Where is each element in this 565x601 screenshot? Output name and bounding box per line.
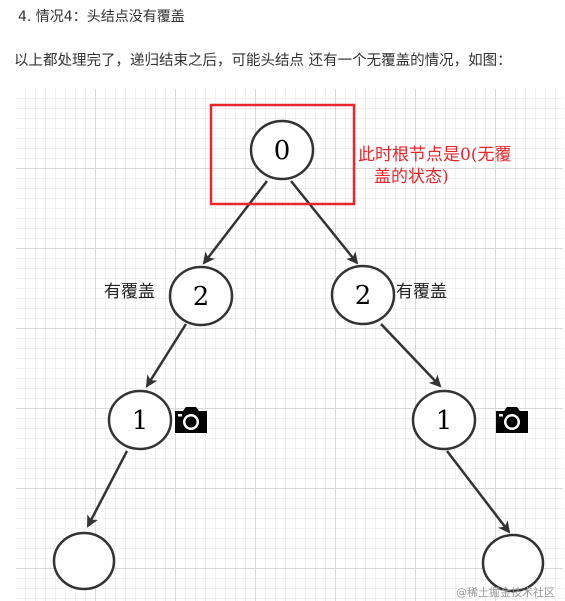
section-heading: 4. 情况4：头结点没有覆盖 <box>18 9 185 25</box>
edge-right-leaf <box>446 450 511 534</box>
node-right <box>330 264 396 326</box>
edge-root-right <box>290 180 359 265</box>
camera-icon <box>175 407 207 433</box>
node-root <box>249 119 315 181</box>
edge-left-child <box>145 323 188 388</box>
tree-diagram: 0 2 2 1 1 有覆盖 有覆盖 此时根节点是0(无覆 盖的状态) @稀土掘金… <box>16 89 563 601</box>
watermark: @稀土掘金技术社区 <box>456 585 555 599</box>
root-note-line1: 此时根节点是0(无覆 <box>358 145 511 165</box>
camera-icon <box>496 407 528 433</box>
node-left-leaf <box>52 531 116 591</box>
left-covered-label: 有覆盖 <box>104 282 155 302</box>
root-note-line2: 盖的状态) <box>374 167 449 187</box>
node-right-child-label: 1 <box>436 406 453 436</box>
node-left <box>168 265 234 327</box>
edge-left-leaf <box>86 450 129 528</box>
node-right-label: 2 <box>355 281 372 311</box>
paragraph: 以上都处理完了，递归结束之后，可能头结点 还有一个无覆盖的情况，如图： <box>14 53 512 69</box>
node-left-label: 2 <box>193 282 210 312</box>
node-right-leaf <box>481 533 545 593</box>
edge-root-left <box>202 180 268 265</box>
edge-right-child <box>380 323 442 388</box>
root-highlight-box <box>209 103 356 206</box>
node-root-label: 0 <box>274 136 291 166</box>
node-right-child <box>411 389 477 451</box>
right-covered-label: 有覆盖 <box>396 282 447 302</box>
node-left-child <box>107 389 173 451</box>
node-left-child-label: 1 <box>132 406 149 436</box>
